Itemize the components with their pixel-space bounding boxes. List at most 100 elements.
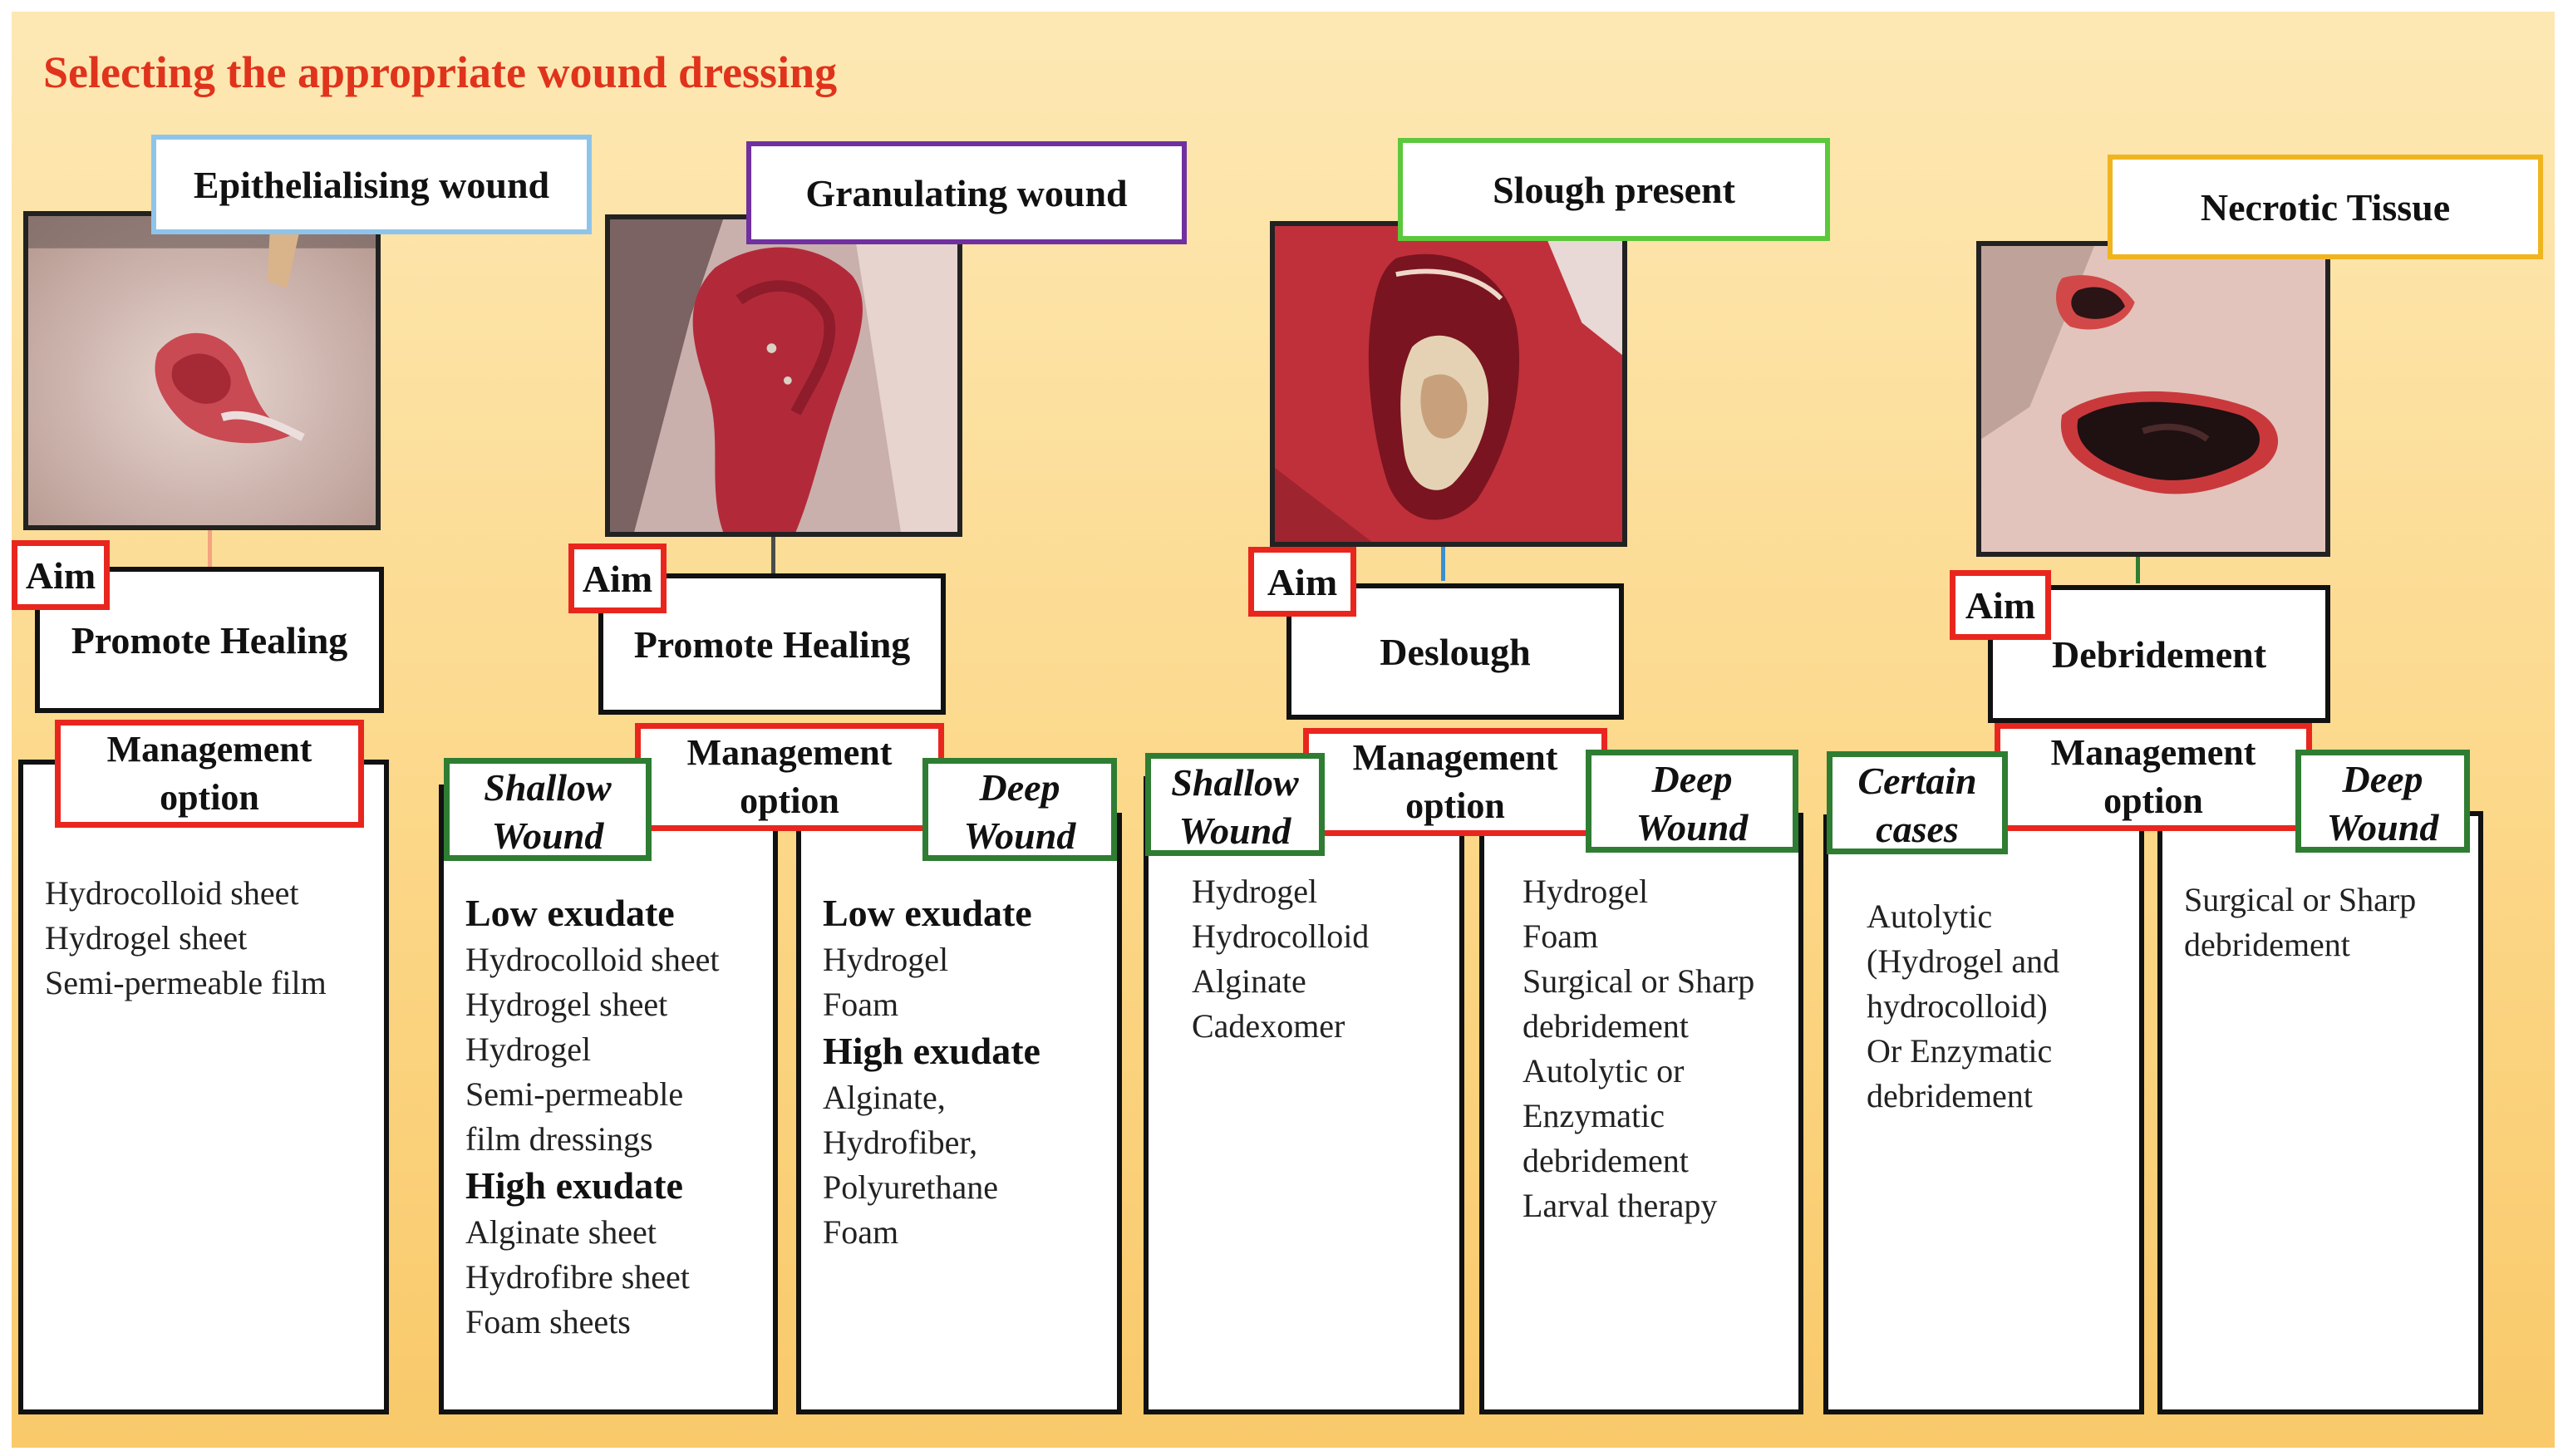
management-option-label: Management option <box>55 720 364 828</box>
option-item: Hydrofibre sheet <box>465 1258 690 1296</box>
option-item: Hydrogel sheet <box>45 919 248 957</box>
management-box-deep: Surgical or Sharp debridement <box>2157 811 2483 1414</box>
column-header-necrotic: Necrotic Tissue <box>2108 155 2543 259</box>
column-header-slough: Slough present <box>1398 138 1830 241</box>
option-item: Or Enzymatic <box>1867 1032 2053 1070</box>
tag-line: Shallow <box>484 766 612 809</box>
deep-wound-tag: Deep Wound <box>2295 750 2470 853</box>
tag-line: Deep <box>2342 758 2423 800</box>
tag-line: Wound <box>491 814 604 857</box>
option-item: Foam sheets <box>465 1303 631 1340</box>
option-item: Hydrogel <box>823 941 949 978</box>
page-title: Selecting the appropriate wound dressing <box>43 47 838 97</box>
tag-line: Wound <box>2326 806 2439 849</box>
option-item: Hydrogel sheet <box>465 986 668 1023</box>
option-list: Hydrogel Hydrocolloid Alginate Cadexomer <box>1192 869 1369 1049</box>
option-item: hydrocolloid) <box>1867 987 2048 1025</box>
option-list: Hydrogel Foam Surgical or Sharp debridem… <box>1523 869 1754 1228</box>
connector-line <box>1441 531 1445 581</box>
option-item: debridement <box>1523 1007 1689 1045</box>
option-item: debridement <box>1867 1077 2033 1114</box>
tag-line: Wound <box>1636 806 1749 849</box>
management-line: Management <box>106 729 312 770</box>
option-list: Surgical or Sharp debridement <box>2184 878 2416 967</box>
option-item: Hydrocolloid sheet <box>45 874 299 912</box>
low-exudate-label: Low exudate <box>823 892 1032 934</box>
management-box-shallow: Hydrogel Hydrocolloid Alginate Cadexomer <box>1144 776 1464 1414</box>
epithelialising-wound-photo <box>23 211 381 530</box>
management-line: option <box>2103 780 2203 821</box>
low-exudate-label: Low exudate <box>465 892 675 934</box>
deep-wound-tag: Deep Wound <box>1586 750 1798 853</box>
column-header-granulating: Granulating wound <box>746 141 1187 244</box>
option-item: Foam <box>1523 917 1599 955</box>
option-list: Low exudate Hydrocolloid sheet Hydrogel … <box>465 889 720 1345</box>
option-item: Hydrofiber, <box>823 1124 978 1161</box>
tag-line: Wound <box>963 814 1076 857</box>
option-item: debridement <box>2184 926 2350 963</box>
high-exudate-label: High exudate <box>823 1030 1040 1072</box>
option-list: Hydrocolloid sheet Hydrogel sheet Semi-p… <box>45 871 327 1006</box>
option-item: Foam <box>823 1213 899 1251</box>
aim-label: Aim <box>568 544 667 613</box>
option-item: Autolytic <box>1867 898 1993 935</box>
option-list: Autolytic (Hydrogel and hydrocolloid) Or… <box>1867 894 2059 1119</box>
management-line: option <box>1405 785 1505 826</box>
option-item: Hydrogel <box>465 1031 592 1068</box>
management-line: Management <box>2050 732 2256 773</box>
high-exudate-label: High exudate <box>465 1164 683 1207</box>
management-box-shallow: Low exudate Hydrocolloid sheet Hydrogel … <box>439 785 778 1414</box>
option-item: Surgical or Sharp <box>2184 881 2417 918</box>
tag-line: Wound <box>1178 809 1291 852</box>
aim-goal-promote-healing: Promote Healing <box>35 567 384 713</box>
option-item: Hydrocolloid sheet <box>465 941 720 978</box>
option-item: Hydrogel <box>1192 873 1318 910</box>
management-option-label: Management option <box>1303 728 1607 836</box>
aim-label: Aim <box>12 540 110 610</box>
option-item: film dressings <box>465 1120 653 1158</box>
option-item: debridement <box>1523 1142 1689 1179</box>
aim-goal-promote-healing: Promote Healing <box>598 573 946 715</box>
management-line: Management <box>1352 737 1558 778</box>
aim-label: Aim <box>1950 570 2051 640</box>
management-line: option <box>160 777 259 818</box>
management-option-label: Management option <box>635 723 944 831</box>
connector-line <box>771 527 775 577</box>
management-option-label: Management option <box>1995 723 2312 831</box>
management-box-deep: Low exudate Hydrogel Foam High exudate A… <box>796 813 1122 1414</box>
tag-line: Deep <box>1651 758 1733 800</box>
certain-cases-tag: Certain cases <box>1827 751 2008 854</box>
aim-label: Aim <box>1248 547 1356 617</box>
option-item: Cadexomer <box>1192 1007 1345 1045</box>
option-item: Hydrogel <box>1523 873 1649 910</box>
slough-wound-photo <box>1270 221 1627 547</box>
connector-line <box>208 527 212 577</box>
column-header-epithelialising: Epithelialising wound <box>151 135 592 234</box>
tag-line: Deep <box>979 766 1060 809</box>
option-item: Alginate <box>1192 962 1306 1000</box>
option-list: Low exudate Hydrogel Foam High exudate A… <box>823 889 1040 1255</box>
option-item: Surgical or Sharp <box>1523 962 1755 1000</box>
option-item: Alginate sheet <box>465 1213 657 1251</box>
option-item: Alginate, <box>823 1079 946 1116</box>
tag-line: cases <box>1876 808 1959 850</box>
granulating-wound-photo <box>605 214 962 537</box>
option-item: Foam <box>823 986 899 1023</box>
option-item: Hydrocolloid <box>1192 917 1370 955</box>
option-item: Semi-permeable <box>465 1075 684 1113</box>
management-line: Management <box>686 732 893 773</box>
option-item: Autolytic or <box>1523 1052 1685 1090</box>
tag-line: Certain <box>1857 760 1977 802</box>
slide-background: Selecting the appropriate wound dressing… <box>12 12 2555 1448</box>
option-item: Larval therapy <box>1523 1187 1718 1224</box>
management-box-epithelialising: Hydrocolloid sheet Hydrogel sheet Semi-p… <box>18 760 389 1414</box>
shallow-wound-tag: Shallow Wound <box>1145 753 1325 856</box>
management-box-deep: Hydrogel Foam Surgical or Sharp debridem… <box>1479 813 1803 1414</box>
option-item: Enzymatic <box>1523 1097 1665 1134</box>
tag-line: Shallow <box>1171 761 1299 804</box>
management-box-certain-cases: Autolytic (Hydrogel and hydrocolloid) Or… <box>1823 814 2144 1414</box>
option-item: Semi-permeable film <box>45 964 327 1001</box>
shallow-wound-tag: Shallow Wound <box>444 758 652 861</box>
management-line: option <box>740 780 839 821</box>
connector-line <box>2136 550 2140 583</box>
